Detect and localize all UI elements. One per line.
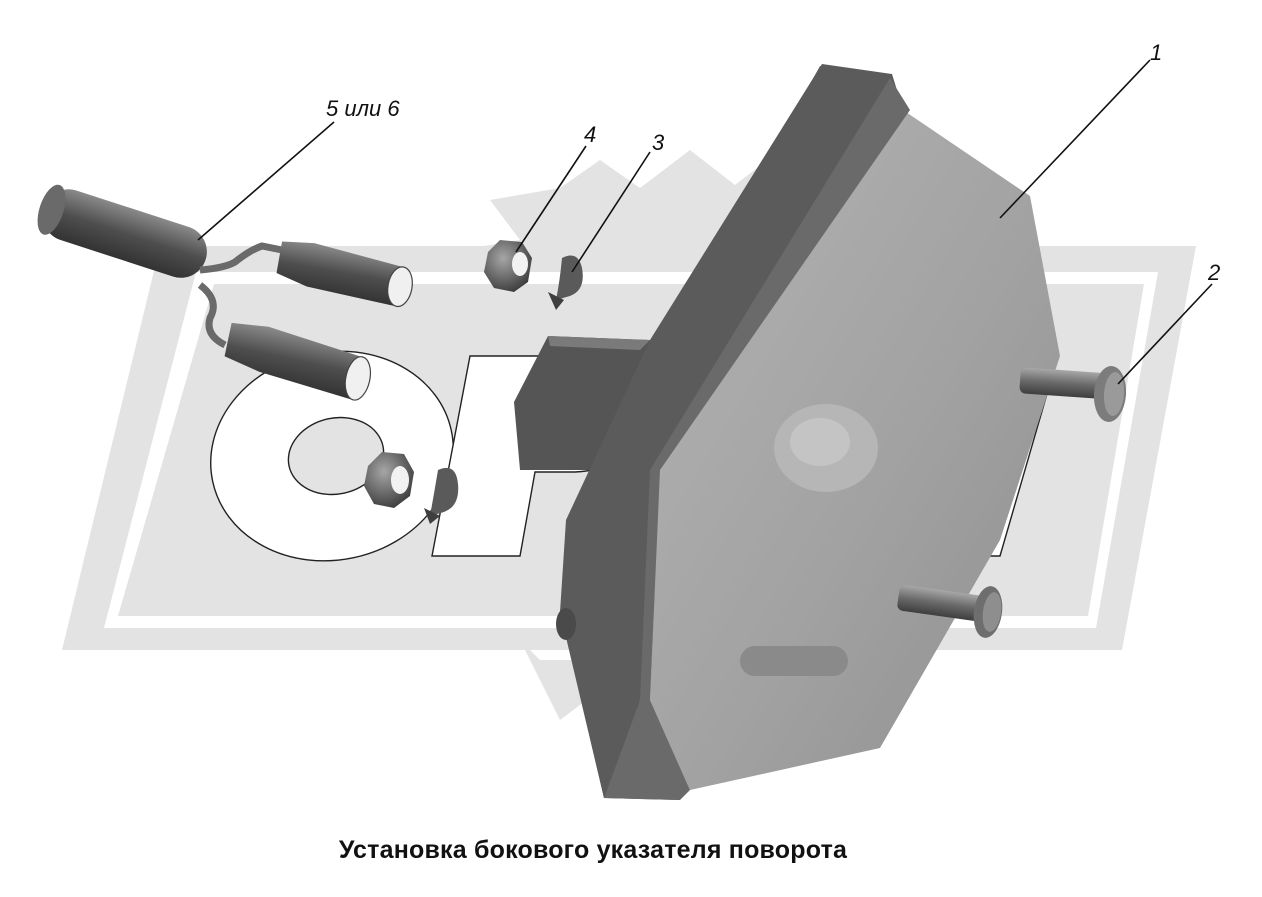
- turn-indicator-part-1: [514, 64, 1060, 800]
- callout-labels: 1 2 3 4 5 или 6: [326, 40, 1220, 285]
- harness-wire-upper: [199, 242, 283, 274]
- screw-part-2-lower: [897, 585, 1003, 638]
- callout-3: 3: [652, 130, 665, 155]
- screw-part-2-upper: [1019, 366, 1127, 422]
- harness-connector-lower: [224, 322, 361, 400]
- figure-caption: Установка бокового указателя поворота: [338, 836, 848, 864]
- harness-wire-lower: [197, 282, 227, 349]
- leader-line-4: [515, 145, 587, 253]
- callout-1: 1: [1150, 40, 1162, 65]
- washer-lower: [424, 467, 459, 524]
- callout-4: 4: [584, 122, 596, 147]
- leader-line-5-6: [197, 121, 335, 241]
- harness-sleeve: [42, 189, 207, 278]
- nut-lower: [364, 452, 414, 508]
- callout-5-or-6: 5 или 6: [326, 96, 400, 121]
- leader-line-1: [999, 59, 1151, 219]
- indicator-slot: [740, 646, 848, 676]
- leader-line-2: [1117, 283, 1213, 385]
- wire-harness-part-5-6: [37, 184, 413, 401]
- harness-connector-upper: [276, 241, 402, 307]
- leader-line-3: [571, 151, 651, 273]
- nut-part-4: [484, 240, 532, 292]
- leader-lines: [197, 59, 1213, 385]
- callout-2: 2: [1207, 260, 1220, 285]
